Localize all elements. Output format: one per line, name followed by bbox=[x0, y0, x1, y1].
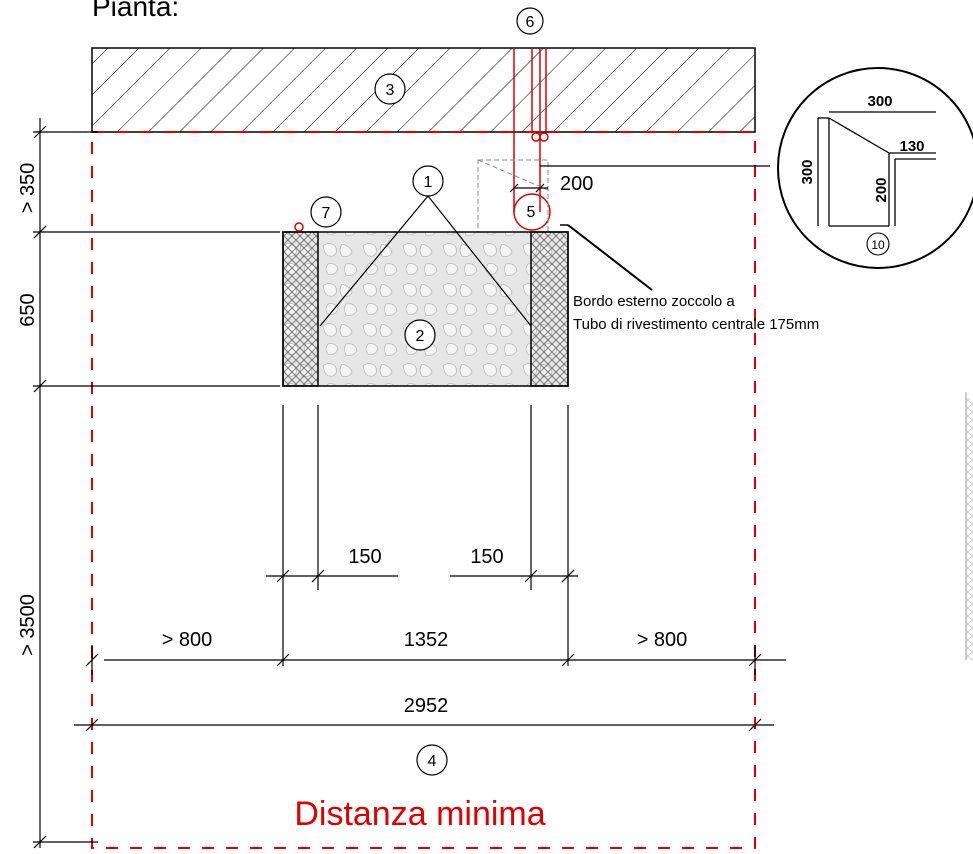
svg-text:1: 1 bbox=[424, 174, 433, 191]
dim-left-side: 150 bbox=[348, 546, 381, 568]
detail-width-top: 300 bbox=[867, 93, 892, 110]
dim-right-side: 150 bbox=[470, 546, 503, 568]
detail-circle: 300 130 300 200 10 bbox=[777, 67, 973, 269]
marker-2: 2 bbox=[404, 319, 436, 351]
base-side-left bbox=[282, 231, 319, 387]
marker-6: 6 bbox=[516, 7, 544, 35]
marker-4: 4 bbox=[416, 744, 448, 776]
svg-text:2: 2 bbox=[416, 328, 425, 345]
flue-pipe bbox=[513, 48, 551, 231]
dim-right-clearance: > 800 bbox=[637, 629, 688, 651]
marker-1: 1 bbox=[412, 165, 444, 197]
svg-text:4: 4 bbox=[428, 753, 437, 770]
minimum-distance-label: Distanza minima bbox=[294, 795, 545, 833]
adjacent-drawing-fragment bbox=[965, 392, 973, 660]
drawing-title: Pianta: bbox=[92, 0, 179, 22]
vertical-dimension-lines bbox=[33, 118, 280, 849]
detail-height-left: 300 bbox=[799, 159, 816, 184]
dim-total-width: 2952 bbox=[404, 695, 449, 717]
svg-text:6: 6 bbox=[526, 14, 535, 31]
connection-block bbox=[477, 159, 549, 233]
minimum-distance-boundary bbox=[91, 131, 756, 849]
marker-10: 10 bbox=[871, 238, 885, 252]
annotation-line-1: Bordo esterno zoccolo a bbox=[573, 293, 735, 310]
detail-step-right: 130 bbox=[899, 138, 924, 155]
svg-text:5: 5 bbox=[527, 204, 536, 221]
marker-3: 3 bbox=[374, 73, 406, 105]
dim-bottom-clearance: > 3500 bbox=[17, 594, 39, 656]
marker-5: 5 bbox=[527, 204, 536, 221]
svg-text:7: 7 bbox=[322, 205, 331, 222]
dim-base-depth: 650 bbox=[17, 293, 39, 326]
dim-flue-offset: 200 bbox=[560, 173, 593, 195]
dim-top-clearance: > 350 bbox=[17, 163, 39, 214]
base-side-right bbox=[530, 231, 569, 387]
annotation-line-2: Tubo di rivestimento centrale 175mm bbox=[573, 316, 819, 333]
marker-7: 7 bbox=[310, 196, 342, 228]
dim-left-clearance: > 800 bbox=[162, 629, 213, 651]
horizontal-dimension-lines bbox=[74, 183, 786, 732]
detail-height-inner: 200 bbox=[873, 177, 890, 202]
dim-base-width: 1352 bbox=[404, 629, 449, 651]
stove-base bbox=[282, 231, 569, 387]
wall-hatched bbox=[91, 47, 756, 133]
svg-text:3: 3 bbox=[386, 82, 395, 99]
